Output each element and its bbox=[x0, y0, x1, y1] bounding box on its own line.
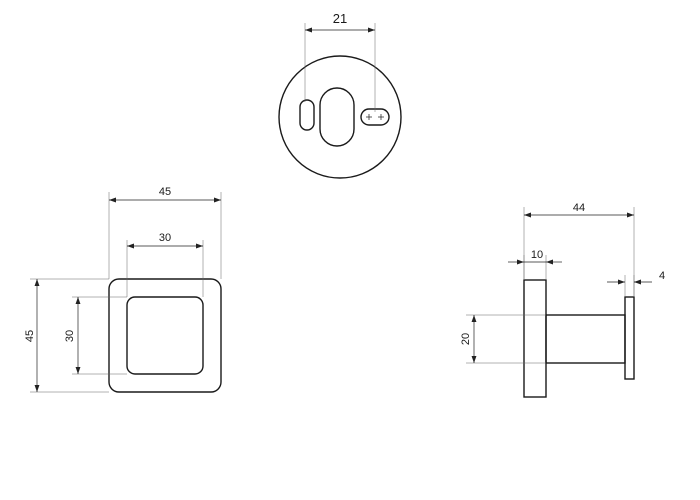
center-oval-hole bbox=[319, 87, 355, 147]
screw-cross-right bbox=[378, 114, 384, 120]
dim-44-label: 44 bbox=[573, 202, 585, 214]
left-slot-hole bbox=[299, 99, 315, 131]
top-view: 21 bbox=[278, 11, 402, 179]
dim-30-w-label: 30 bbox=[159, 232, 171, 244]
front-view: 45 30 45 30 bbox=[24, 186, 222, 393]
hook-head bbox=[523, 279, 547, 398]
dim-45-w-label: 45 bbox=[159, 186, 171, 198]
dim-21-label: 21 bbox=[333, 11, 347, 26]
side-view: 44 10 4 20 bbox=[460, 202, 665, 398]
wall-plate bbox=[624, 296, 635, 380]
dim-20-label: 20 bbox=[460, 333, 472, 345]
inner-square bbox=[126, 296, 204, 375]
mounting-plate-outline bbox=[278, 55, 402, 179]
dim-30-h-label: 30 bbox=[64, 330, 76, 342]
dim-45-h-label: 45 bbox=[24, 330, 36, 342]
hook-stem bbox=[545, 314, 626, 364]
dim-4-label: 4 bbox=[659, 270, 665, 282]
outer-square bbox=[108, 278, 222, 393]
dim-10-label: 10 bbox=[531, 249, 543, 261]
screw-cross-left bbox=[366, 114, 372, 120]
